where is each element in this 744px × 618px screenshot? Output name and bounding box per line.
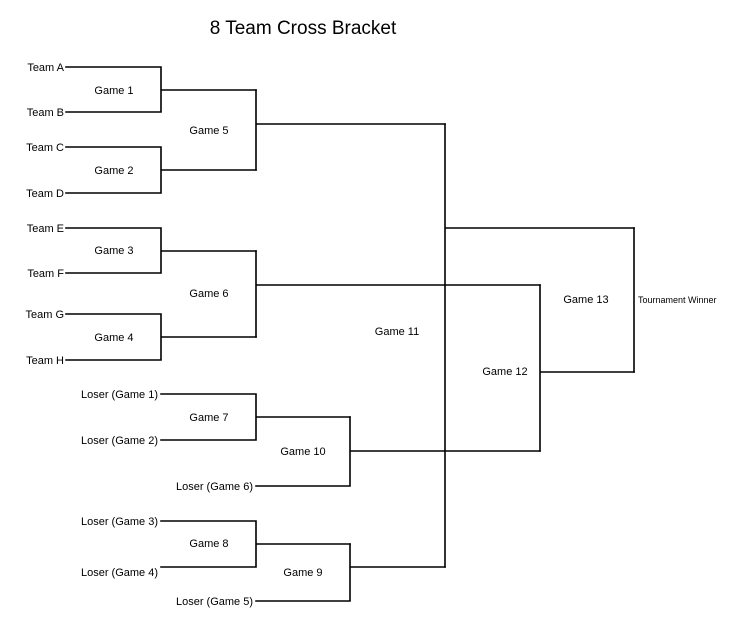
game-labels: Game 1 Game 2 Game 3 Game 4 Game 5 Game … bbox=[94, 85, 608, 579]
bracket-lines bbox=[65, 66, 635, 602]
game-11-connector bbox=[444, 123, 635, 568]
team-label-h: Team H bbox=[26, 355, 64, 367]
loser-labels: Loser (Game 1) Loser (Game 2) Loser (Gam… bbox=[81, 389, 253, 608]
tournament-winner-label: Tournament Winner bbox=[638, 295, 717, 305]
team-label-e: Team E bbox=[27, 223, 64, 235]
loser-game-6-label: Loser (Game 6) bbox=[176, 481, 253, 493]
loser-game-1-label: Loser (Game 1) bbox=[81, 389, 158, 401]
page-title: 8 Team Cross Bracket bbox=[210, 18, 397, 39]
game-8-label: Game 8 bbox=[189, 538, 228, 550]
game-4-connector bbox=[65, 313, 257, 361]
game-5-label: Game 5 bbox=[189, 125, 228, 137]
team-label-b: Team B bbox=[27, 107, 64, 119]
loser-game-4-label: Loser (Game 4) bbox=[81, 567, 158, 579]
loser-game-3-label: Loser (Game 3) bbox=[81, 516, 158, 528]
loser-game-5-label: Loser (Game 5) bbox=[176, 596, 253, 608]
game-7-connector bbox=[160, 393, 351, 441]
team-labels: Team A Team B Team C Team D Team E Team … bbox=[25, 62, 64, 367]
game-10-label: Game 10 bbox=[280, 446, 325, 458]
game-7-label: Game 7 bbox=[189, 412, 228, 424]
game-1-label: Game 1 bbox=[94, 85, 133, 97]
game-6-connector bbox=[255, 250, 541, 338]
game-2-connector bbox=[65, 146, 257, 194]
game-5-connector bbox=[255, 89, 446, 171]
game-3-label: Game 3 bbox=[94, 245, 133, 257]
loser-game-2-label: Loser (Game 2) bbox=[81, 435, 158, 447]
game-13-label: Game 13 bbox=[563, 294, 608, 306]
team-label-d: Team D bbox=[26, 188, 64, 200]
team-label-g: Team G bbox=[25, 309, 64, 321]
game-12-label: Game 12 bbox=[482, 366, 527, 378]
team-label-a: Team A bbox=[27, 62, 64, 74]
game-11-label: Game 11 bbox=[375, 326, 419, 338]
game-8-connector bbox=[160, 520, 351, 568]
game-9-label: Game 9 bbox=[283, 567, 322, 579]
game-1-connector bbox=[65, 66, 257, 113]
game-4-label: Game 4 bbox=[94, 332, 133, 344]
game-9-connector bbox=[255, 543, 446, 602]
game-12-connector bbox=[539, 284, 635, 452]
team-label-c: Team C bbox=[26, 142, 64, 154]
team-label-f: Team F bbox=[27, 268, 64, 280]
game-6-label: Game 6 bbox=[189, 288, 228, 300]
game-2-label: Game 2 bbox=[94, 165, 133, 177]
game-3-connector bbox=[65, 227, 257, 274]
